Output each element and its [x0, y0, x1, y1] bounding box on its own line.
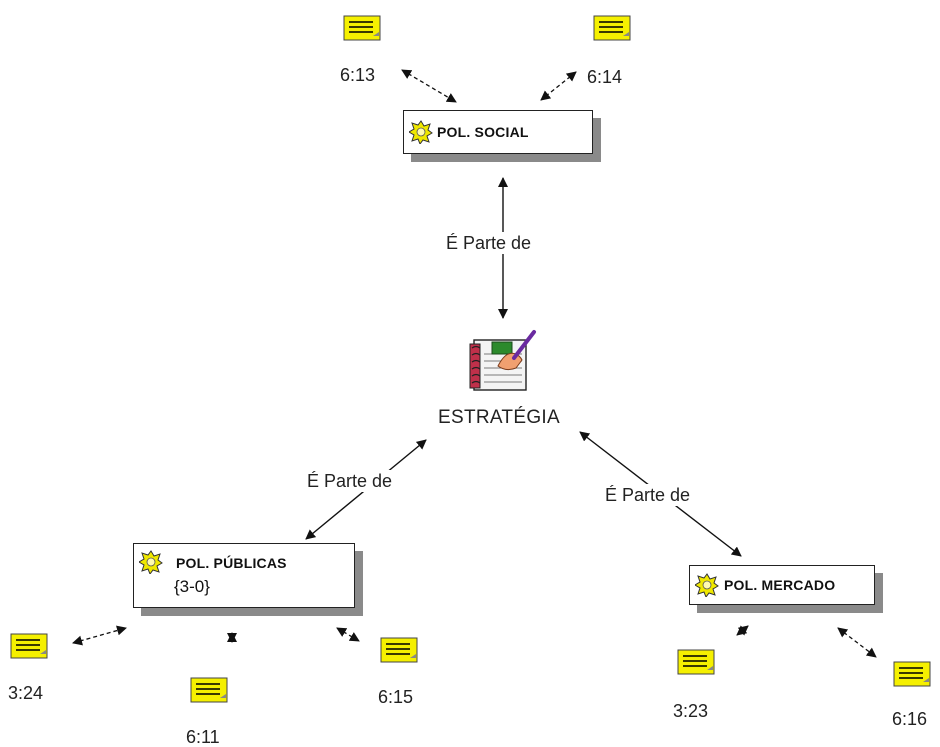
quotation-icon[interactable]: [677, 648, 717, 676]
code-icon: [695, 573, 719, 597]
code-title: POL. SOCIAL: [437, 124, 529, 140]
code-icon: [139, 550, 163, 574]
code-node-pol-social[interactable]: POL. SOCIAL: [403, 110, 593, 154]
relation-label-social: É Parte de: [443, 232, 535, 254]
quotation-label: 3:24: [8, 683, 44, 703]
quotation-icon[interactable]: [343, 14, 383, 42]
link-616: [837, 627, 877, 658]
link-613: [401, 69, 457, 103]
quotation-icon[interactable]: [190, 676, 230, 704]
notebook-pen-icon[interactable]: [468, 328, 538, 394]
quotation-label: 6:16: [892, 709, 928, 729]
relation-label-mercado: É Parte de: [602, 484, 694, 506]
link-615: [336, 627, 360, 642]
center-node-label[interactable]: ESTRATÉGIA: [438, 407, 560, 428]
quotation-icon[interactable]: [380, 636, 420, 664]
quotation-icon[interactable]: [10, 632, 50, 660]
code-title: POL. PÚBLICAS: [176, 555, 287, 571]
link-324: [72, 625, 127, 646]
link-614: [540, 71, 577, 101]
code-subtitle: {3-0}: [174, 577, 210, 596]
code-node-pol-mercado[interactable]: POL. MERCADO: [689, 565, 875, 605]
code-title: POL. MERCADO: [724, 577, 836, 593]
quotation-label: 6:14: [587, 67, 623, 87]
code-icon: [409, 120, 433, 144]
quotation-label: 3:23: [673, 701, 709, 721]
quotation-label: 6:15: [378, 687, 414, 707]
quotation-icon[interactable]: [893, 660, 933, 688]
link-323: [736, 625, 749, 636]
quotation-label: 6:13: [340, 65, 376, 85]
quotation-label: 6:11: [186, 727, 220, 747]
quotation-icon[interactable]: [593, 14, 633, 42]
relation-label-publicas: É Parte de: [304, 470, 396, 492]
code-node-pol-publicas[interactable]: POL. PÚBLICAS {3-0}: [133, 543, 355, 608]
